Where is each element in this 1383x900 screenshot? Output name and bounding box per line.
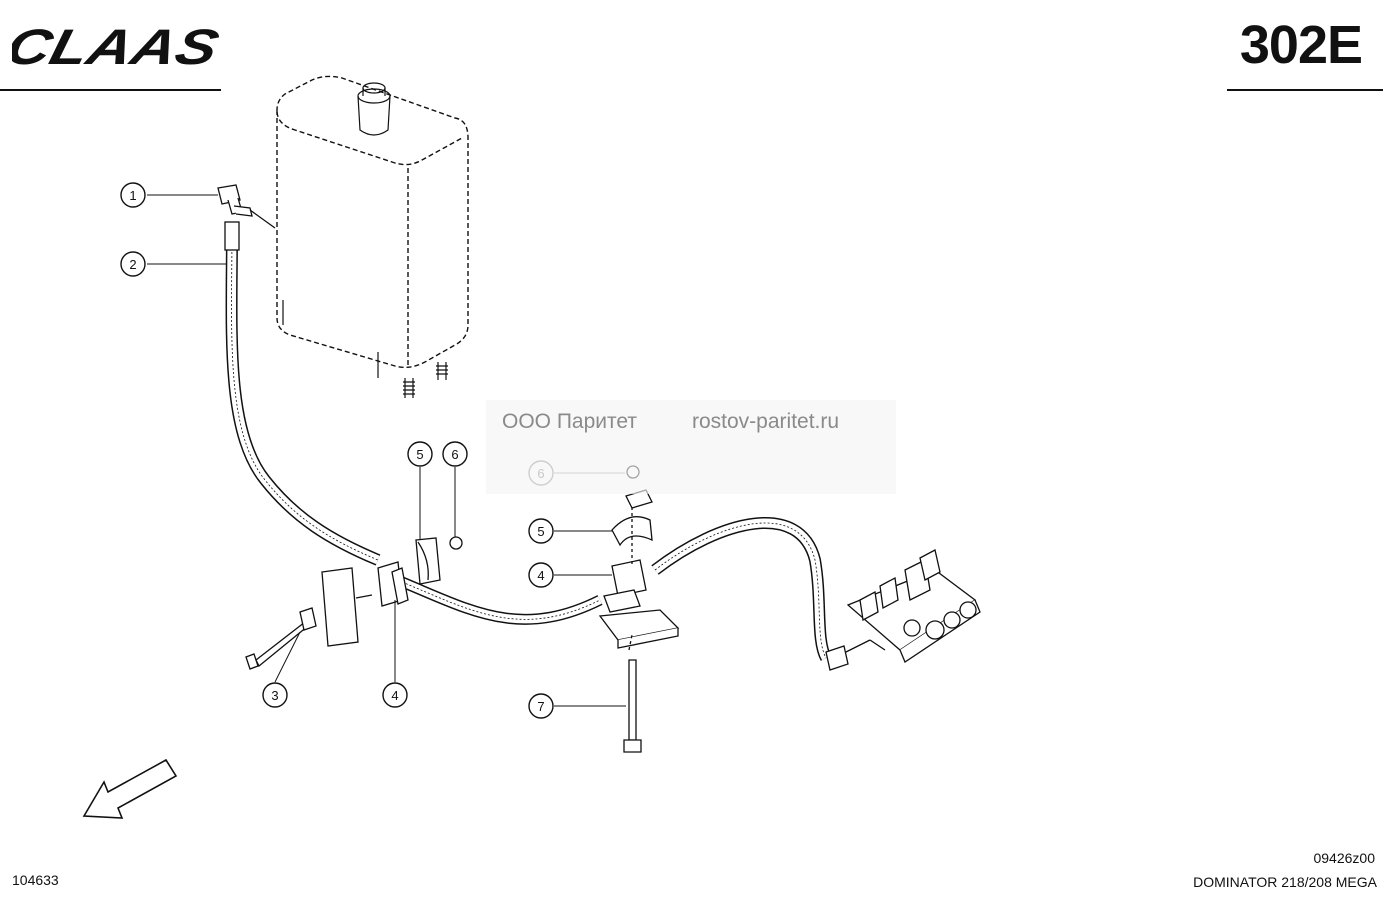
direction-arrow-icon — [82, 758, 178, 819]
logo-text: CLAAS — [12, 20, 224, 72]
svg-text:3: 3 — [271, 688, 278, 703]
svg-text:4: 4 — [391, 688, 398, 703]
machine-model: DOMINATOR 218/208 MEGA — [1193, 874, 1377, 890]
page-code: 302E — [1239, 15, 1363, 75]
watermark-company: ООО Паритет — [502, 410, 638, 433]
callout-2: 2 — [120, 251, 146, 277]
tee-fitting — [217, 184, 276, 229]
bolt-right — [623, 634, 642, 753]
tube-middle — [399, 576, 603, 625]
hydraulic-hose-left — [225, 227, 381, 566]
right-clamp-assembly — [598, 465, 680, 649]
callout-4-left: 4 — [382, 682, 408, 708]
left-clamp-assembly — [321, 536, 463, 647]
hose-fitting-top — [224, 221, 240, 251]
control-valve-block — [825, 549, 981, 671]
svg-text:5: 5 — [416, 447, 423, 462]
svg-text:6: 6 — [451, 447, 458, 462]
claas-logo: CLAAS — [0, 19, 230, 75]
svg-text:7: 7 — [537, 699, 544, 714]
callout-7: 7 — [528, 693, 554, 719]
svg-text:5: 5 — [537, 524, 544, 539]
tank-filler-cap — [357, 82, 391, 136]
callout-5-right: 5 — [528, 518, 554, 544]
svg-text:1: 1 — [129, 188, 136, 203]
svg-text:4: 4 — [537, 568, 544, 583]
callout-6-left: 6 — [442, 441, 468, 467]
callout-3: 3 — [262, 682, 288, 708]
svg-text:2: 2 — [129, 257, 136, 272]
bolt-left — [245, 607, 317, 670]
header-rule-left — [0, 89, 221, 91]
callout-5-left: 5 — [407, 441, 433, 467]
header-rule-right — [1227, 89, 1383, 91]
tank-studs — [282, 300, 448, 398]
oil-tank — [276, 75, 469, 369]
watermark: ООО Паритет rostov-paritet.ru — [486, 400, 896, 494]
callout-4-right: 4 — [528, 562, 554, 588]
callout-1: 1 — [120, 182, 146, 208]
hydraulic-hose-right — [651, 517, 832, 661]
figure-reference: 09426z00 — [1313, 850, 1375, 866]
drawing-number: 104633 — [12, 872, 59, 888]
watermark-website: rostov-paritet.ru — [692, 410, 840, 433]
